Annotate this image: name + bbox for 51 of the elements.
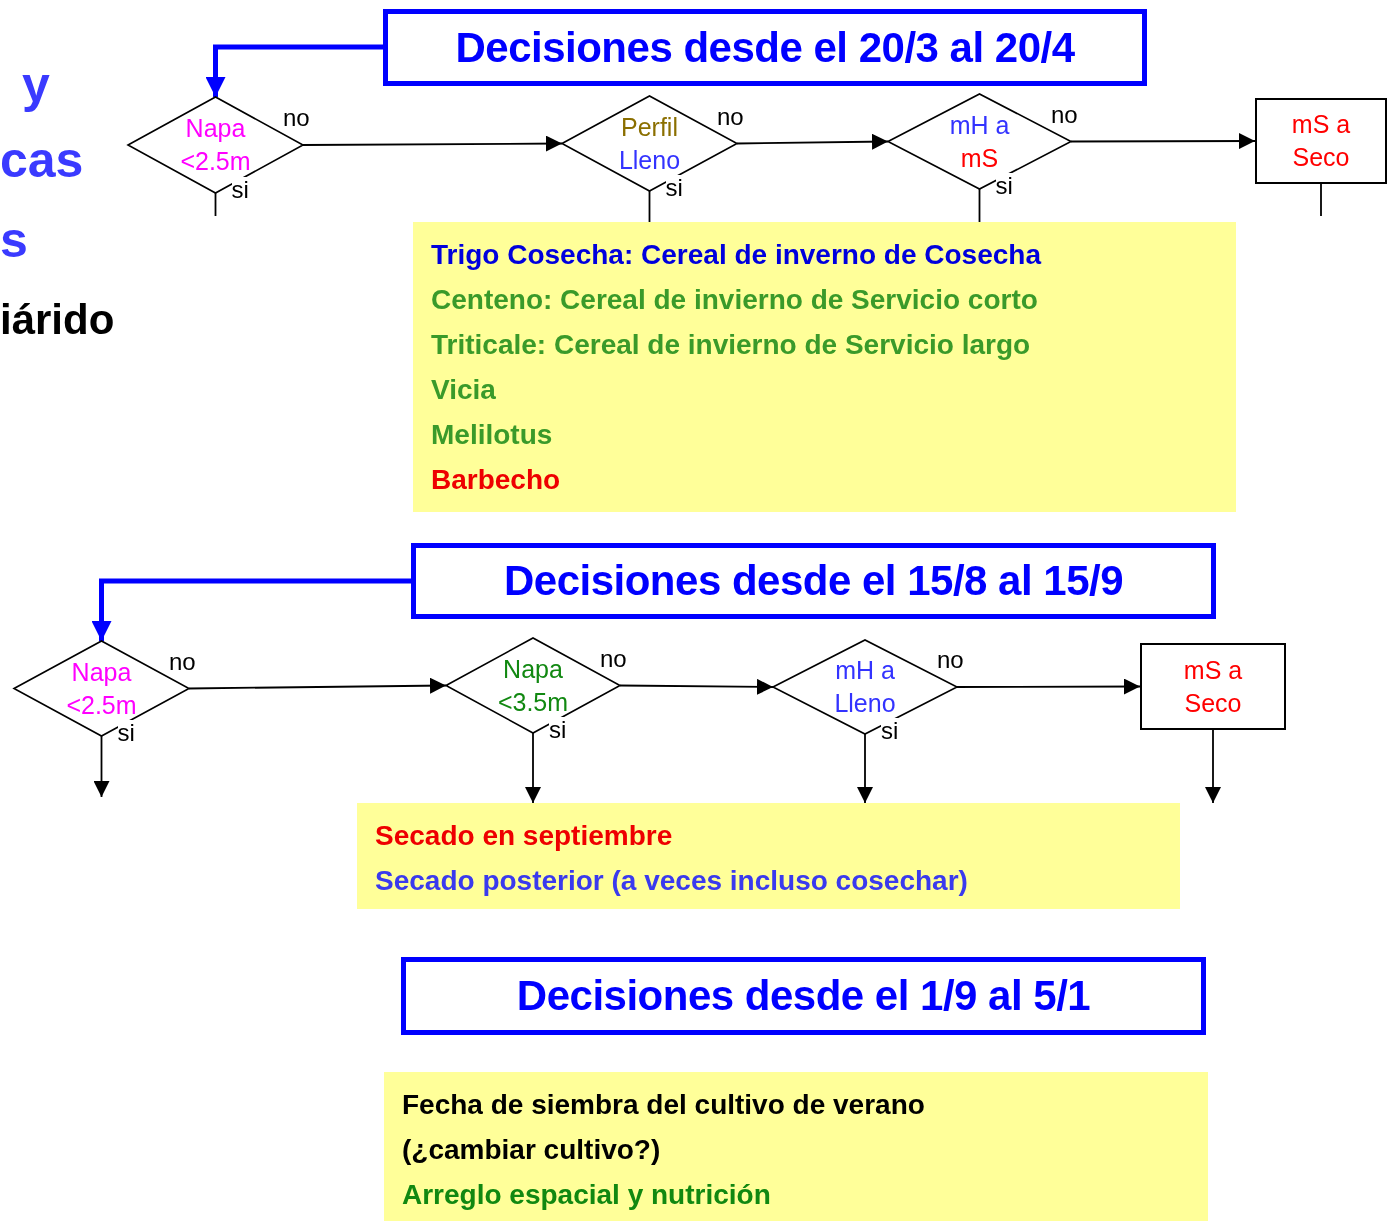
note-text: Vicia [431,373,497,407]
heading-box [411,543,1216,619]
decision-text: mS [960,142,999,174]
heading-fragment: y [22,56,50,115]
arrow [619,678,774,695]
heading-box [401,957,1206,1035]
process-text: mS a Seco [1182,654,1244,719]
heading-fragment: s [0,211,28,270]
arrow [1205,729,1221,804]
connector-line [978,188,981,223]
note-text: Melilotus [431,418,554,452]
arrow [736,133,889,150]
note-text: Trigo Cosecha: Cereal de inverno de Cosecha [431,238,1043,272]
note-panel [384,1072,1208,1221]
heading-text: Decisiones desde el 15/8 al 15/9 [503,557,1123,605]
decision-text: Napa <2.5m [179,113,252,177]
note-panel [413,222,1236,512]
heading-text: Decisiones desde el 1/9 al 5/1 [516,972,1091,1020]
note-text: Fecha de siembra del cultivo de verano (¿cambiar cultivo?) [402,1088,926,1167]
connector-line [1320,183,1322,217]
connector-line [648,190,651,223]
arrow [1070,133,1256,150]
note-text: Secado en septiembre [375,819,674,853]
decision-text: mH a [949,109,1010,141]
connector-line [214,192,217,217]
heading-text: Decisiones desde el 20/3 al 20/4 [455,23,1075,72]
decision-text: Napa <2.5m [65,656,138,721]
process-box [1255,98,1387,184]
note-text: Barbecho [431,463,562,497]
decision-text: Perfil [621,111,678,143]
arrow [525,732,541,804]
thick-arrow [91,578,411,641]
decision-text: mH a Lleno [833,655,897,719]
decision-text: Lleno [618,144,681,176]
arrow [857,733,873,804]
decision-text: Napa <3.5m [496,653,570,718]
heading-box [383,9,1147,86]
process-text: mS a Seco [1290,109,1352,173]
note-text: Centeno: Cereal de invierno de Servicio corto [431,283,1039,317]
process-box [1140,643,1286,730]
note-text: Arreglo espacial y nutrición [402,1178,772,1212]
arrow [302,135,563,152]
arrow [956,678,1141,695]
note-panel [357,803,1180,909]
heading-fragment: iárido [0,295,115,345]
arrow [188,677,447,694]
note-text: Secado posterior (a veces incluso cosechar) [375,864,969,898]
heading-fragment: cas [0,131,84,190]
thick-arrow [205,44,383,97]
arrow [93,735,110,798]
note-text: Triticale: Cereal de invierno de Servicio largo [431,328,1032,362]
